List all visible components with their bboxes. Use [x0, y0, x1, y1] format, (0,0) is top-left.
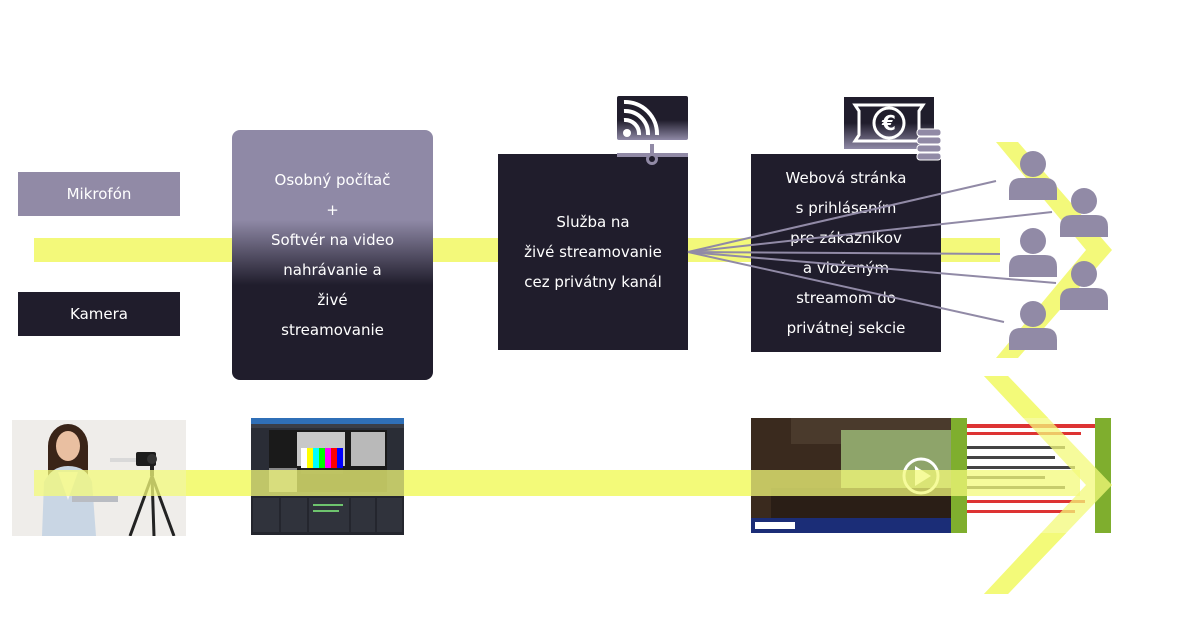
computer-software-box: Osobný počítač + Softvér na video nahráv… [232, 130, 433, 380]
obs-software-screenshot [251, 418, 404, 535]
user-icon [1060, 261, 1108, 310]
stream-line: Služba na [556, 213, 630, 231]
user-icon [1009, 151, 1057, 200]
web-line: Webová stránka [785, 169, 907, 187]
web-line: pre zákazníkov [790, 229, 902, 247]
camera-label: Kamera [70, 305, 128, 323]
user-icon [1009, 228, 1057, 277]
website-screenshot [751, 418, 1111, 533]
user-icon [1060, 188, 1108, 237]
user-icon [1009, 301, 1057, 350]
pc-line: živé [317, 291, 348, 309]
microphone-label: Mikrofón [66, 185, 132, 203]
link-line [687, 251, 1057, 284]
streaming-service-box: Služba na živé streamovanie cez privátny… [498, 154, 688, 350]
camera-box: Kamera [18, 292, 180, 336]
web-line: s prihlásením [795, 199, 897, 217]
link-line [687, 180, 997, 253]
link-line [687, 251, 1001, 255]
pc-line: nahrávanie a [283, 261, 382, 279]
rss-feed-icon [617, 96, 688, 165]
svg-text:€: € [881, 111, 896, 135]
euro-banknote-icon: € [844, 97, 942, 161]
microphone-box: Mikrofón [18, 172, 180, 216]
link-line [687, 211, 1053, 253]
stream-line: cez privátny kanál [524, 273, 662, 291]
stream-line: živé streamovanie [524, 243, 662, 261]
presenter-photo [12, 420, 186, 536]
pc-line: + [326, 201, 339, 219]
pc-line: Softvér na video [270, 231, 395, 249]
web-line: privátnej sekcie [786, 319, 906, 337]
pc-line: streamovanie [281, 321, 384, 339]
link-line [687, 251, 1005, 323]
pc-line: Osobný počítač [274, 171, 391, 189]
